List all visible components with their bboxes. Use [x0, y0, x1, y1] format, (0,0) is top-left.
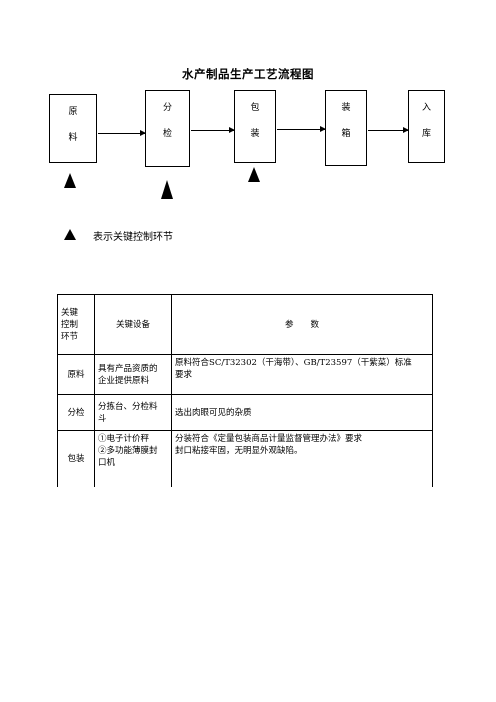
cell-line: 斗: [98, 413, 107, 424]
table-row: 包装 ①电子计价秤 ②多功能薄膜封 口机 分装符合《定量包装商品计量监督管理办法…: [57, 430, 433, 487]
flow-step-raw-material: 原 料: [49, 94, 97, 163]
flow-step-char: 检: [162, 129, 172, 139]
table-row: 分检 分拣台、分检料 斗 选出肉眼可见的杂质: [57, 394, 433, 431]
header-equipment: 关键设备: [94, 294, 172, 355]
cell-line: 分装符合《定量包装商品计量监督管理办法》要求: [175, 434, 363, 444]
critical-control-triangle-icon: [248, 167, 260, 182]
cell-line: 要求: [175, 370, 193, 380]
flow-step-sorting: 分 检: [145, 90, 190, 167]
flow-step-char: 装: [250, 129, 260, 139]
flow-step-char: 入: [421, 103, 431, 113]
flow-step-boxing: 装 箱: [325, 90, 367, 166]
row-params: 原料符合SC/T32302（干海带）、GB/T23597（干紫菜）标准 要求: [171, 354, 433, 395]
cell-line: 封口粘接牢固，无明显外观缺陷。: [175, 446, 303, 456]
header-control-step: 关键 控制 环节: [57, 294, 95, 355]
row-params: 选出肉眼可见的杂质: [171, 394, 433, 431]
cell-line: 原料符合SC/T32302（干海带）、GB/T23597（干紫菜）标准: [175, 358, 412, 368]
flow-step-storage: 入 库: [408, 90, 445, 163]
cell-line: 分拣台、分检料: [98, 401, 158, 412]
critical-control-triangle-icon: [161, 180, 173, 199]
row-equipment: ①电子计价秤 ②多功能薄膜封 口机: [94, 430, 172, 487]
header-line: 控制: [61, 319, 79, 330]
table-row: 原料 具有产品资质的 企业提供原料 原料符合SC/T32302（干海带）、GB/…: [57, 354, 433, 395]
header-line: 关键: [61, 307, 79, 318]
flow-step-char: 分: [162, 103, 172, 113]
flow-arrow: [191, 127, 235, 133]
flow-step-char: 料: [68, 133, 78, 143]
flow-step-char: 库: [421, 129, 431, 139]
page-title: 水产制品生产工艺流程图: [182, 67, 314, 81]
row-equipment: 具有产品资质的 企业提供原料: [94, 354, 172, 395]
flow-arrow: [277, 126, 326, 132]
row-step: 原料: [57, 354, 95, 395]
flow-arrow: [368, 127, 409, 133]
control-parameters-table: 关键 控制 环节 关键设备 参 数 原料 具有产品资质的 企业提供原料 原料符合…: [57, 294, 433, 487]
table-header-row: 关键 控制 环节 关键设备 参 数: [57, 294, 433, 355]
header-line: 环节: [61, 331, 79, 342]
flow-step-packaging: 包 装: [234, 90, 276, 163]
cell-line: ①电子计价秤: [98, 434, 150, 444]
row-step: 包装: [57, 430, 95, 487]
row-step: 分检: [57, 394, 95, 431]
flow-step-char: 原: [68, 107, 78, 117]
legend-triangle-icon: [64, 229, 76, 240]
flow-step-char: 包: [250, 103, 260, 113]
cell-line: 企业提供原料: [98, 375, 150, 386]
row-equipment: 分拣台、分检料 斗: [94, 394, 172, 431]
row-params: 分装符合《定量包装商品计量监督管理办法》要求 封口粘接牢固，无明显外观缺陷。: [171, 430, 433, 487]
critical-control-triangle-icon: [64, 173, 76, 188]
cell-line: 口机: [98, 458, 116, 468]
flow-arrow: [98, 130, 146, 136]
flow-step-char: 装: [341, 103, 351, 113]
flow-step-char: 箱: [341, 129, 351, 139]
cell-line: 具有产品资质的: [98, 363, 158, 374]
cell-line: ②多功能薄膜封: [98, 446, 158, 456]
header-parameters: 参 数: [171, 294, 433, 355]
legend-text: 表示关键控制环节: [93, 232, 173, 243]
